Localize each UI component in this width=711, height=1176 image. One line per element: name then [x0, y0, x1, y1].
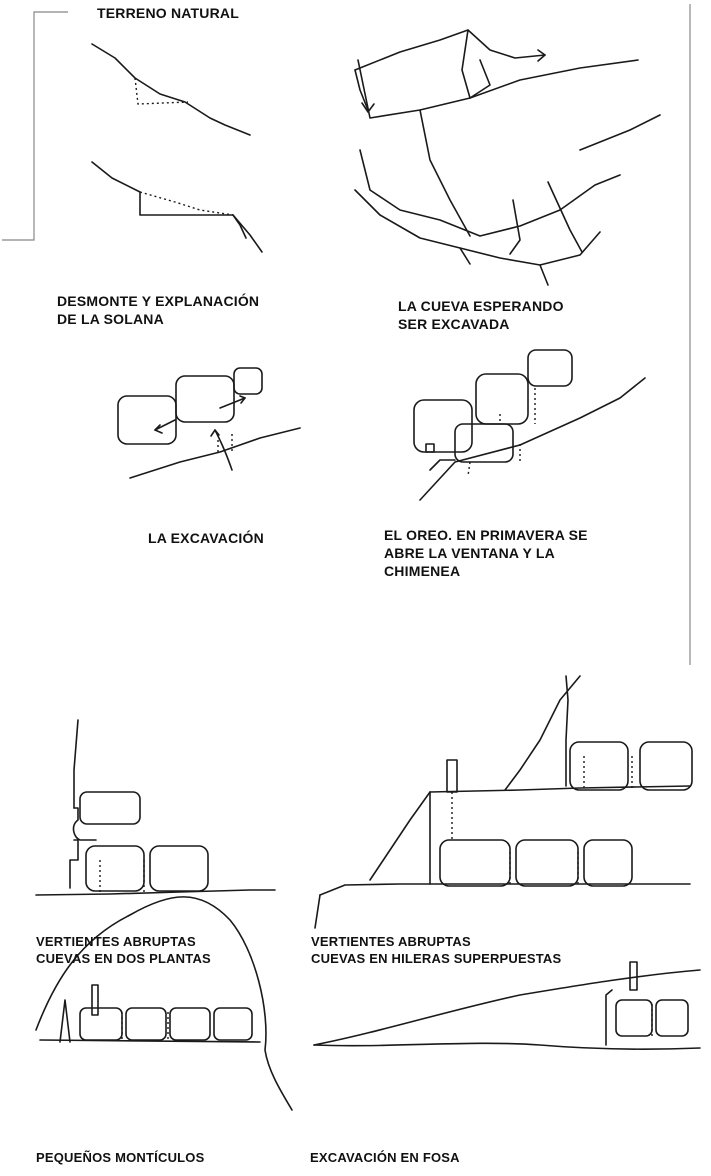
caption-excavacion: LA EXCAVACIÓN [148, 530, 264, 546]
caption-cueva-esperando: LA CUEVA ESPERANDO SER EXCAVADA [398, 298, 564, 332]
small-mounds-sketch [35, 896, 293, 1111]
terrain-title: TERRENO NATURAL [97, 5, 239, 21]
frame-lines [2, 4, 691, 665]
airing-sketch [413, 349, 646, 501]
caption-fosa: EXCAVACIÓN EN FOSA [310, 1150, 460, 1165]
stacked-rows-sketch [314, 675, 693, 929]
caption-desmonte: DESMONTE Y EXPLANACIÓN DE LA SOLANA [57, 293, 260, 327]
pit-excavation-sketch [313, 961, 701, 1051]
caption-monticulos: PEQUEÑOS MONTÍCULOS [36, 1150, 205, 1165]
two-floor-sketch [35, 719, 276, 896]
excavation-sketch [117, 367, 301, 479]
caption-hileras: VERTIENTES ABRUPTAS CUEVAS EN HILERAS SU… [311, 934, 562, 966]
cave-waiting-sketch [354, 29, 661, 286]
caption-oreo: EL OREO. EN PRIMAVERA SE ABRE LA VENTANA… [384, 527, 588, 579]
caption-dos-plantas: VERTIENTES ABRUPTAS CUEVAS EN DOS PLANTA… [36, 934, 211, 966]
natural-terrain-sketch [91, 43, 263, 253]
